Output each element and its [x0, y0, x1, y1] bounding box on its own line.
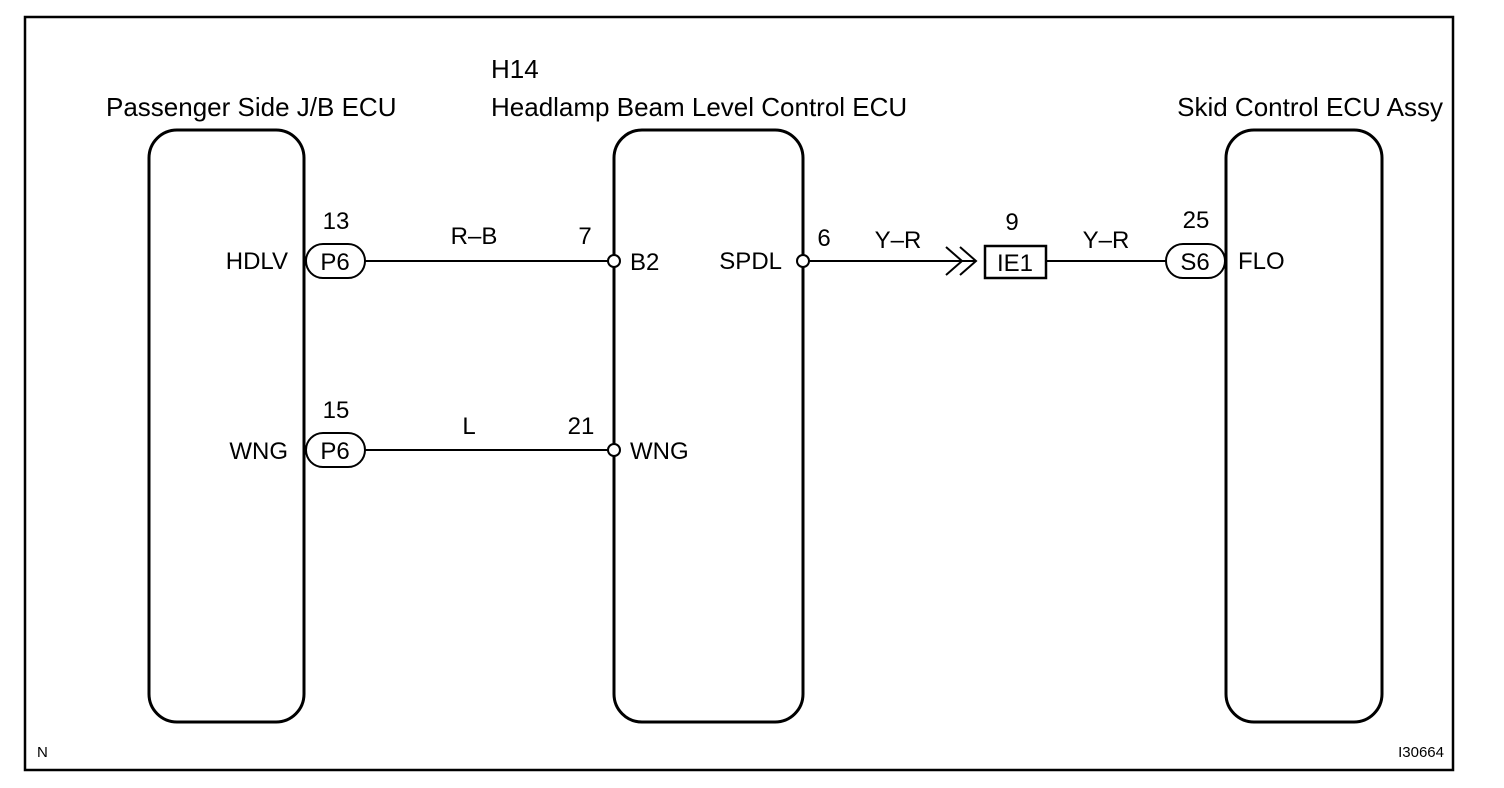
- beam-pin-7: 7: [578, 223, 591, 250]
- connector-s6-label: S6: [1180, 249, 1209, 276]
- connector-p6-bottom-label: P6: [320, 438, 349, 465]
- beam-ecu-title: Headlamp Beam Level Control ECU: [491, 92, 907, 122]
- wire-color-yr-2: Y–R: [1083, 227, 1130, 254]
- skid-ecu-box: [1224, 128, 1384, 724]
- wire-color-rb: R–B: [451, 223, 498, 250]
- skid-ecu-title: Skid Control ECU Assy: [1177, 92, 1443, 122]
- junction-connector-ie1: IE1: [983, 244, 1048, 280]
- wire-color-yr-1: Y–R: [875, 227, 922, 254]
- beam-ecu-code: H14: [491, 54, 539, 84]
- junction-connector-label: IE1: [997, 250, 1033, 277]
- junction-arrow-icon: [945, 246, 978, 276]
- beam-pin-21: 21: [568, 413, 595, 440]
- skid-terminal-flo: FLO: [1238, 248, 1285, 275]
- jb-terminal-hdlv: HDLV: [226, 248, 288, 275]
- beam-ecu-box: [612, 128, 805, 724]
- diagram-frame: [23, 15, 1455, 772]
- beam-pin-6: 6: [817, 225, 830, 252]
- terminal-wng: [607, 443, 621, 457]
- skid-pin-25: 25: [1183, 207, 1210, 234]
- terminal-spdl: [796, 254, 810, 268]
- figure-id: I30664: [1398, 744, 1444, 761]
- junction-pin-9: 9: [1005, 209, 1018, 236]
- jb-terminal-wng: WNG: [229, 438, 288, 465]
- jb-ecu-box: [147, 128, 306, 724]
- beam-terminal-wng: WNG: [630, 438, 689, 465]
- connector-p6-top-label: P6: [320, 249, 349, 276]
- corner-label-n: N: [37, 744, 48, 761]
- jb-pin-15: 15: [323, 397, 350, 424]
- beam-connector-b2: B2: [630, 249, 659, 276]
- jb-ecu-title: Passenger Side J/B ECU: [106, 92, 396, 122]
- beam-terminal-spdl: SPDL: [719, 248, 782, 275]
- connector-p6-bottom: P6: [305, 432, 366, 468]
- terminal-b2: [607, 254, 621, 268]
- jb-pin-13: 13: [323, 208, 350, 235]
- wire-color-l: L: [462, 413, 475, 440]
- connector-s6: S6: [1165, 243, 1226, 279]
- connector-p6-top: P6: [305, 243, 366, 279]
